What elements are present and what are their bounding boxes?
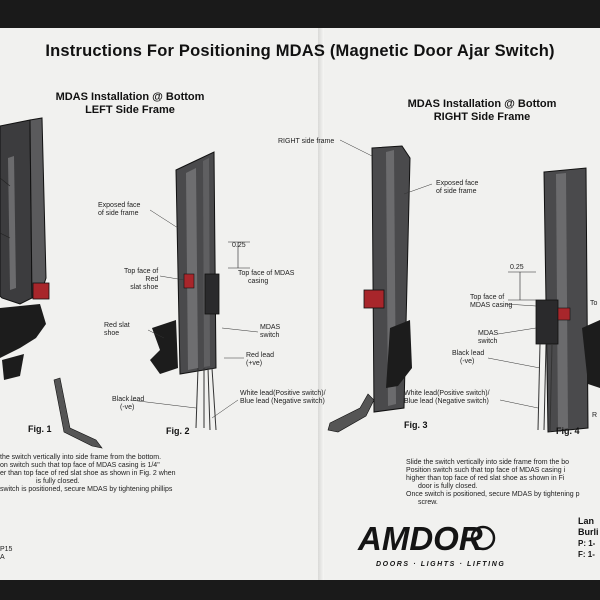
fig1-drawing — [0, 117, 103, 449]
figure-drawings — [0, 117, 600, 449]
logo-tagline: DOORS · LIGHTS · LIFTING — [376, 561, 505, 568]
right-lead-colors-label: White lead(Positive switch)/Blue lead (N… — [404, 390, 490, 405]
fig2-label: Fig. 2 — [166, 426, 190, 436]
left-lead-colors-label: White lead(Positive switch)/Blue lead (N… — [240, 390, 326, 405]
left-instructions: the switch vertically into side frame fr… — [0, 454, 176, 493]
left-heading-line2: LEFT Side Frame — [85, 104, 175, 116]
right-instructions: Slide the switch vertically into side fr… — [406, 459, 580, 506]
right-red-edge-label: R — [592, 412, 598, 419]
left-heading-line1: MDAS Installation @ Bottom — [55, 91, 205, 103]
fig1-label: Fig. 1 — [28, 424, 52, 434]
right-heading-line1: MDAS Installation @ Bottom — [407, 98, 557, 110]
right-top-edge-label: To — [590, 300, 598, 307]
instruction-sheet: Instructions For Positioning MDAS (Magne… — [0, 28, 600, 580]
leader-lines — [129, 139, 541, 419]
left-red-lead-label: Red lead(+ve) — [246, 352, 275, 367]
fig3-drawing — [327, 145, 412, 433]
right-dim-label: 0.25 — [510, 264, 524, 271]
amdor-logo: AMDOR DOORS · LIGHTS · LIFTING — [356, 514, 546, 572]
amdor-logo-mark: AMDOR DOORS · LIGHTS · LIFTING — [357, 520, 505, 568]
logo-wordmark: AMDOR — [357, 520, 483, 557]
paper-fold — [318, 28, 324, 580]
fig2-drawing — [150, 151, 250, 431]
page-title: Instructions For Positioning MDAS (Magne… — [45, 42, 555, 60]
left-heading: MDAS Installation @ Bottom LEFT Side Fra… — [40, 91, 220, 117]
fig3-label: Fig. 3 — [404, 420, 428, 430]
left-dim-label: 0.25 — [232, 242, 246, 249]
right-heading: MDAS Installation @ Bottom RIGHT Side Fr… — [392, 98, 572, 124]
left-black-lead-label: Black lead(-ve) — [112, 396, 145, 411]
right-heading-line2: RIGHT Side Frame — [433, 111, 531, 123]
fig4-drawing — [508, 167, 600, 433]
fig4-label: Fig. 4 — [556, 426, 580, 436]
contact-info: Lan Burli P: 1- F: 1- — [578, 516, 599, 559]
right-side-frame-label: RIGHT side frame — [278, 138, 335, 145]
right-black-lead-label: Black lead(-ve) — [452, 350, 485, 365]
